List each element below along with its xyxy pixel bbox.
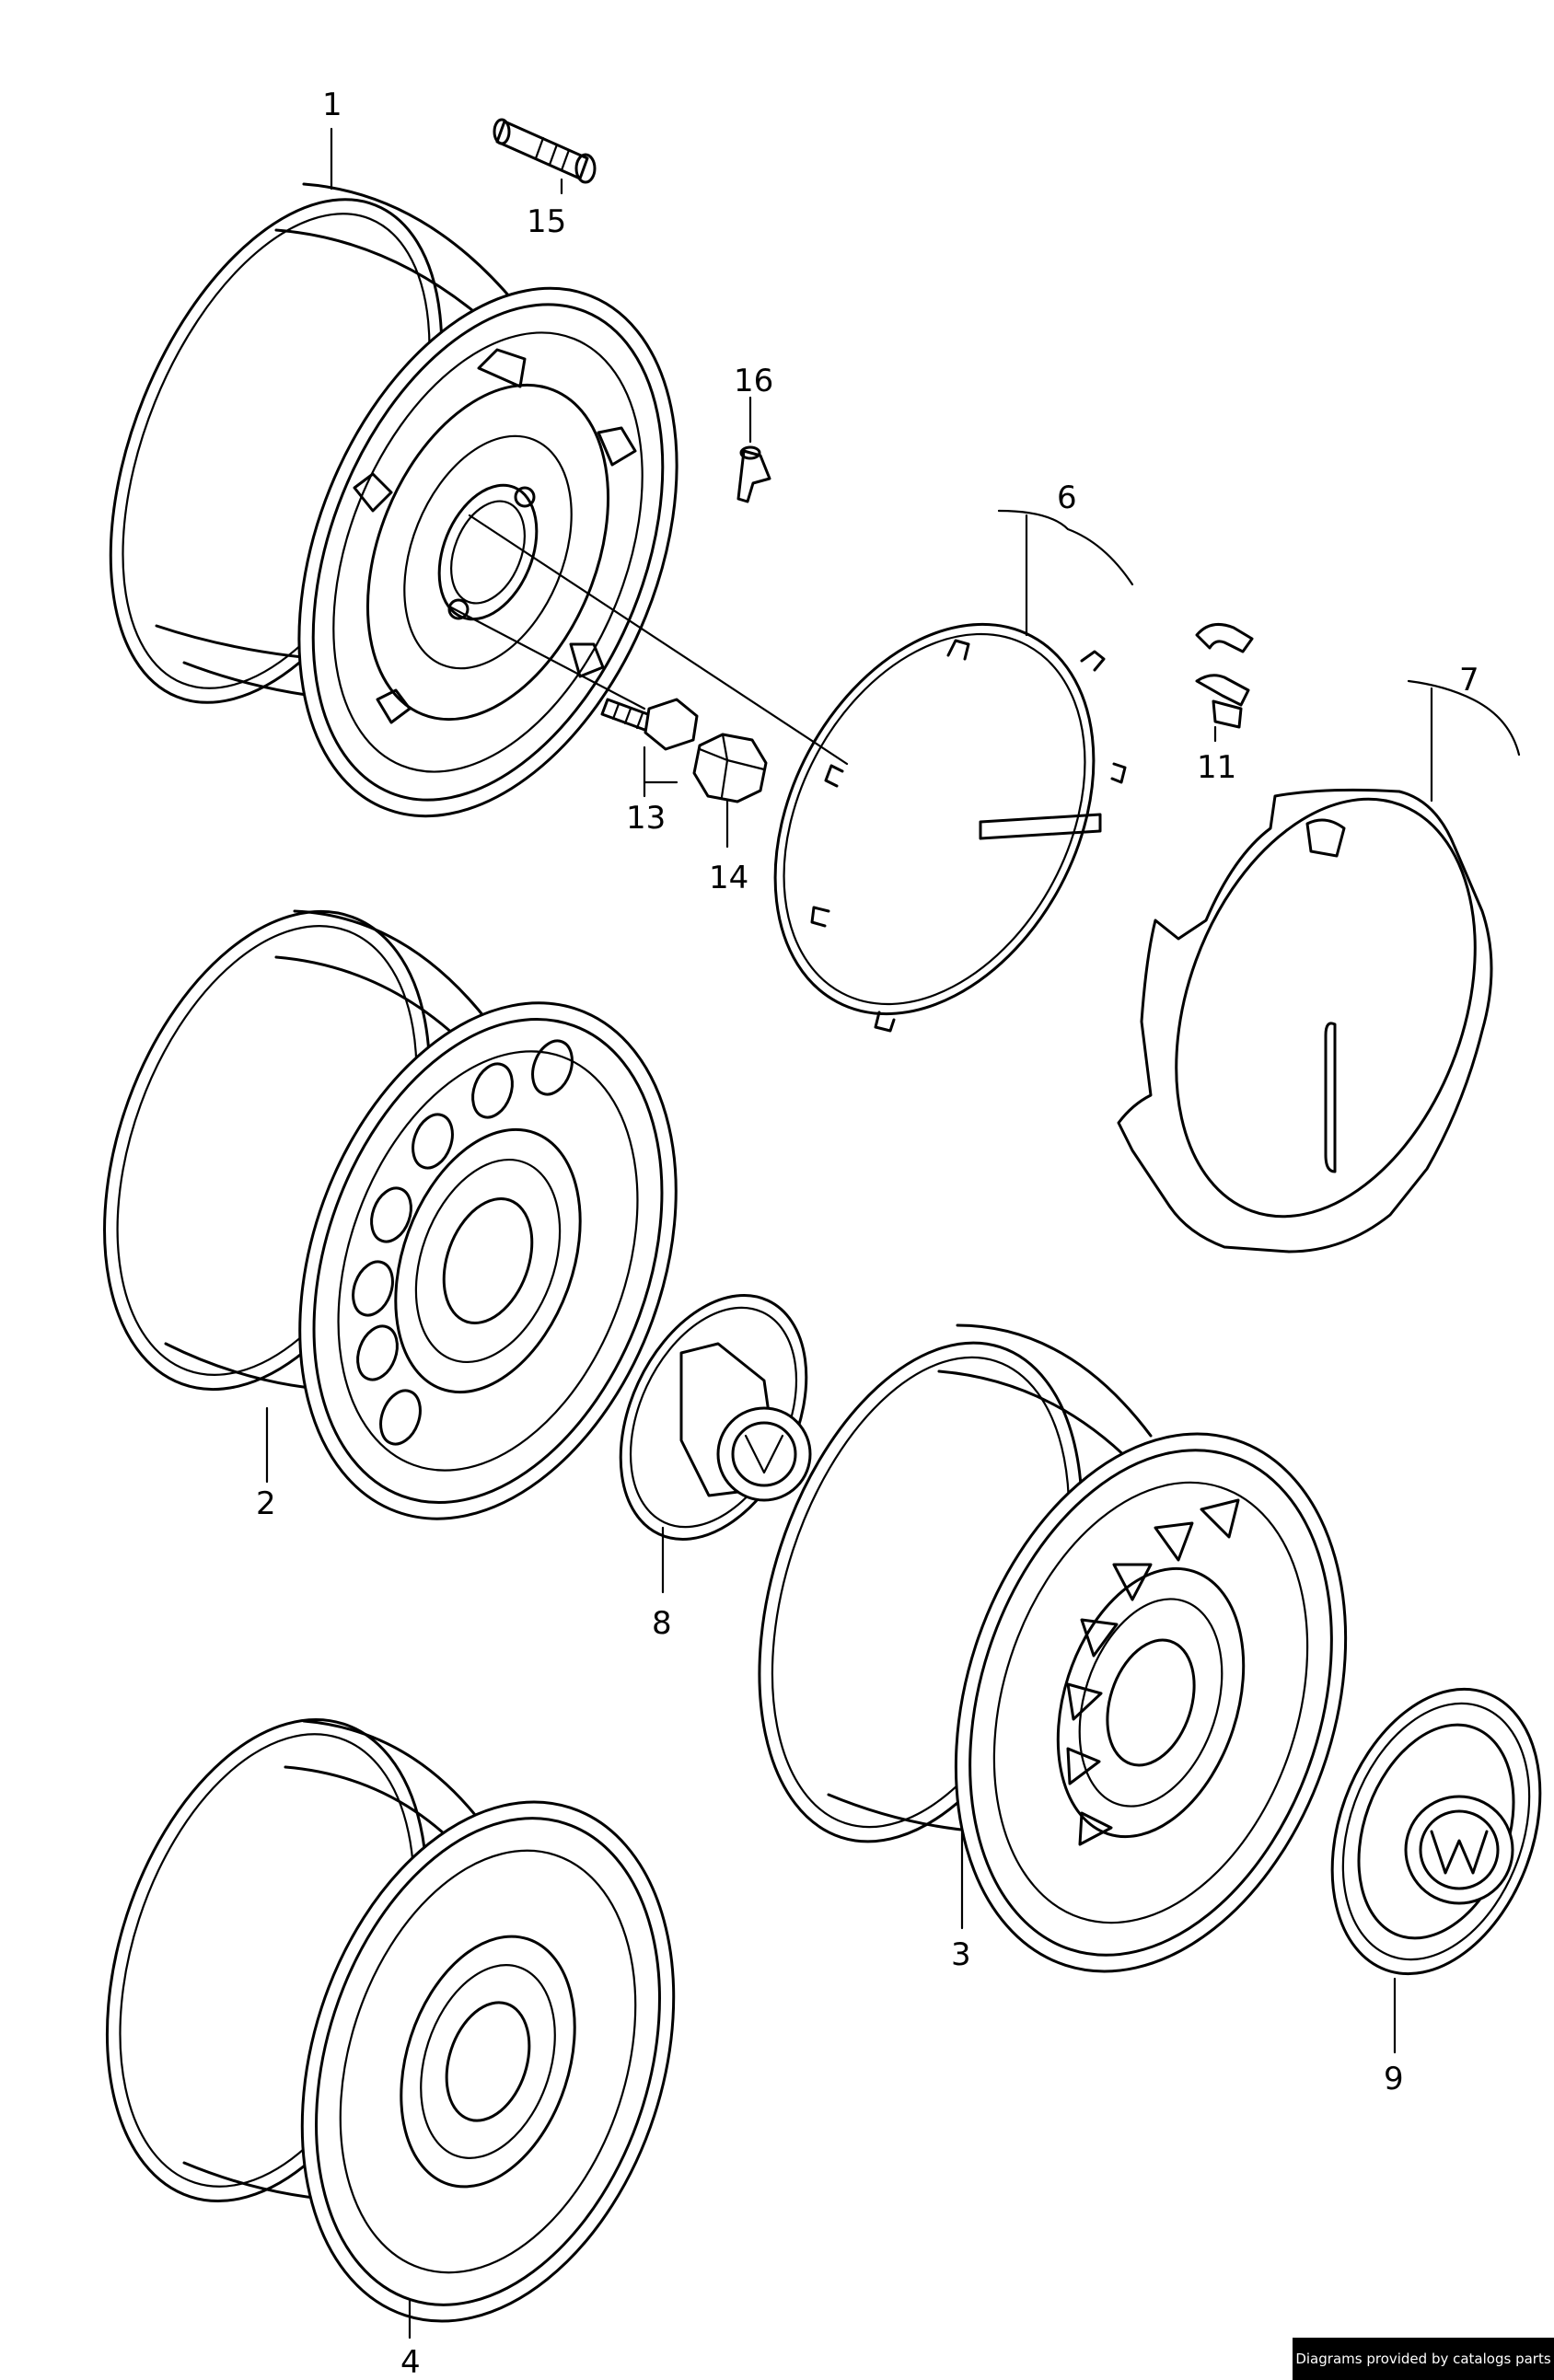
callout-16: 16 [734, 363, 773, 399]
callout-4: 4 [400, 2344, 421, 2380]
hub-cap-small [619, 1294, 812, 1541]
callout-1: 1 [322, 87, 342, 123]
callout-8: 8 [652, 1605, 672, 1642]
hub-cover [1117, 788, 1493, 1254]
callout-9: 9 [1384, 2061, 1404, 2097]
callout-2: 2 [256, 1485, 276, 1522]
steel-wheel-4 [105, 1717, 676, 2323]
callout-11: 11 [1197, 749, 1236, 786]
hub-cap-vw [1330, 1687, 1542, 1976]
hub-cap-ring [773, 622, 1127, 1033]
wheel-bolt [600, 698, 699, 751]
callout-7: 7 [1459, 662, 1479, 699]
callout-6: 6 [1057, 479, 1077, 516]
bolt-cap [692, 733, 768, 803]
cotter-pin [736, 445, 771, 503]
retaining-clip [1195, 622, 1254, 729]
callout-3: 3 [951, 1936, 971, 1973]
steel-wheel-2 [103, 909, 678, 1520]
steel-wheel-1 [109, 182, 678, 818]
steel-wheel-3 [758, 1323, 1348, 1973]
leader-lines [265, 127, 1521, 2340]
callout-15: 15 [527, 203, 566, 240]
callout-14: 14 [709, 860, 748, 896]
credit-banner: Diagrams provided by catalogs parts [1293, 2338, 1554, 2380]
callout-13: 13 [626, 800, 666, 837]
valve-stem [493, 118, 597, 184]
